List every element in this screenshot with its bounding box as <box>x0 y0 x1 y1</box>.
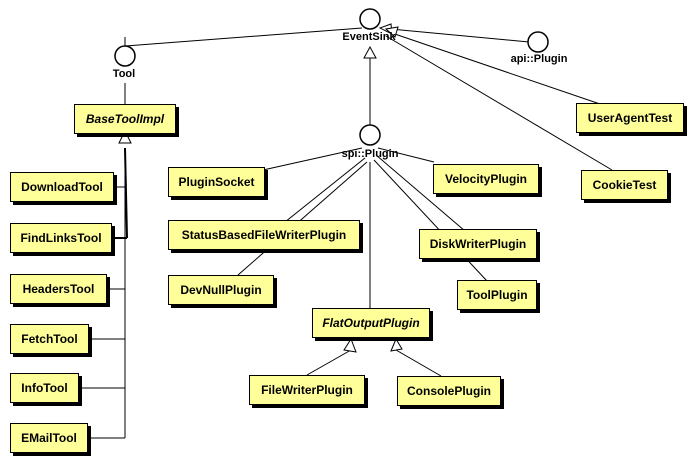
class-diskwriterplugin[interactable]: DiskWriterPlugin <box>419 229 537 259</box>
eventsink-interface-icon <box>359 8 381 30</box>
cookietest-to-eventsink-line <box>385 35 613 171</box>
basetoolimpl-generalization-arrowhead <box>118 129 132 144</box>
basetoolimpl-trunk-bold-line <box>124 147 128 239</box>
tool-interface-icon <box>114 45 136 67</box>
class-basetoolimpl[interactable]: BaseToolImpl <box>74 104 176 134</box>
class-downloadtool[interactable]: DownloadTool <box>10 172 114 202</box>
spiplugin-generalization-arrowhead <box>363 45 377 59</box>
class-statusbasedfilewriterplugin[interactable]: StatusBasedFileWriterPlugin <box>168 220 360 250</box>
console-to-flatoutput-line <box>395 349 442 377</box>
class-flatoutputplugin[interactable]: FlatOutputPlugin <box>312 308 430 338</box>
pluginsocket-to-spiplugin-line <box>262 147 363 171</box>
spiplugin-interface-label: spi::Plugin <box>341 148 399 160</box>
spiplugin-interface-icon <box>359 124 381 146</box>
diskwriter-to-spiplugin-line <box>375 154 466 232</box>
toolplugin-to-spiplugin-line <box>373 159 488 282</box>
apiplugin-to-eventsink-line <box>379 27 530 43</box>
class-findlinkstool[interactable]: FindLinksTool <box>10 223 112 253</box>
console-generalization-arrowhead <box>390 337 403 352</box>
filewriter-to-flatoutput-line <box>306 349 352 376</box>
class-pluginsocket[interactable]: PluginSocket <box>168 167 265 197</box>
apiplugin-interface-label: api::Plugin <box>510 53 568 65</box>
class-velocityplugin[interactable]: VelocityPlugin <box>433 164 539 194</box>
tool-interface-label: Tool <box>112 68 136 80</box>
class-consoleplugin[interactable]: ConsolePlugin <box>397 376 501 406</box>
filewriter-generalization-arrowhead <box>343 337 357 353</box>
class-emailtool[interactable]: EMailTool <box>10 423 88 453</box>
tool-to-eventsink-line <box>124 27 363 47</box>
test-generalization-arrowhead <box>384 26 399 38</box>
class-cookietest[interactable]: CookieTest <box>581 170 668 200</box>
devnull-to-spiplugin-line <box>237 161 368 276</box>
class-filewriterplugin[interactable]: FileWriterPlugin <box>249 375 365 405</box>
class-devnullplugin[interactable]: DevNullPlugin <box>168 275 274 305</box>
class-fetchtool[interactable]: FetchTool <box>10 324 89 354</box>
class-useragenttest[interactable]: UserAgentTest <box>576 103 684 133</box>
class-toolplugin[interactable]: ToolPlugin <box>457 280 537 310</box>
class-infotool[interactable]: InfoTool <box>10 373 79 403</box>
eventsink-interface-label: EventSink <box>342 31 396 43</box>
useragenttest-to-eventsink-line <box>385 30 601 105</box>
velocity-to-spiplugin-line <box>377 147 435 163</box>
class-headerstool[interactable]: HeadersTool <box>10 274 107 304</box>
apiplugin-interface-icon <box>527 31 549 53</box>
statusbasedfilewriter-to-spiplugin-line <box>284 157 366 223</box>
